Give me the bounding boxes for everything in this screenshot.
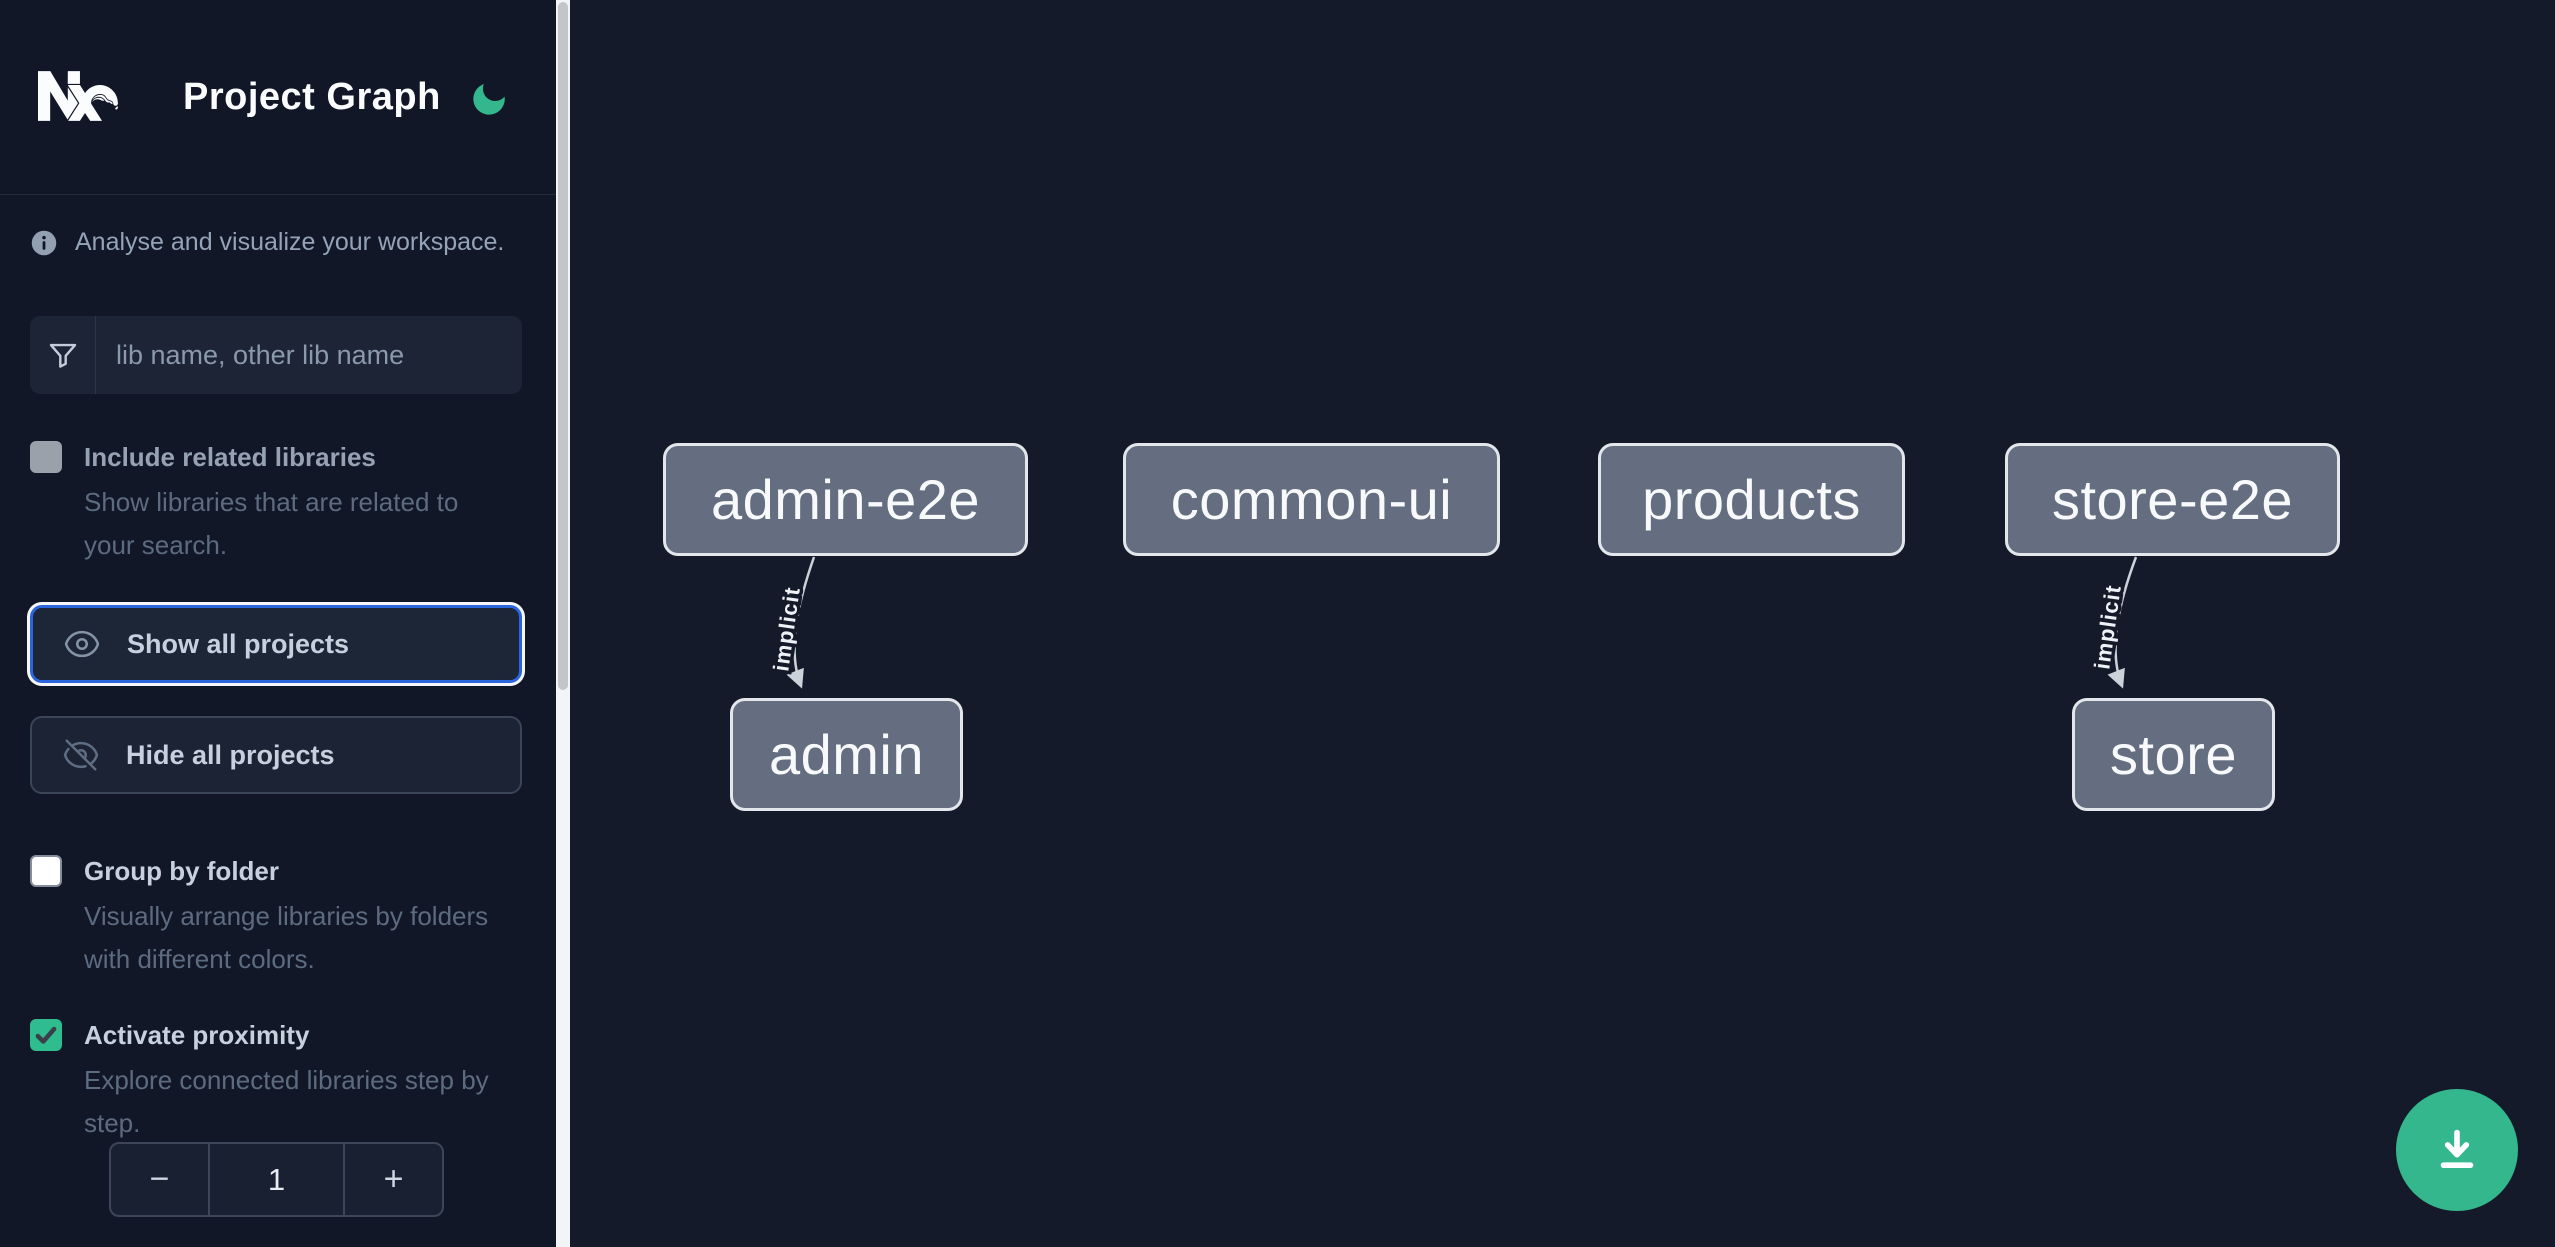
proximity-description: Explore connected libraries step by step… [84,1065,489,1138]
moon-icon[interactable] [464,74,515,125]
eye-icon [64,630,100,658]
include-related-checkbox[interactable] [30,441,62,473]
graph-node-products[interactable]: products [1598,443,1905,556]
group-by-folder-checkbox[interactable] [30,855,62,887]
header-divider [0,194,556,195]
hide-all-projects-label: Hide all projects [126,739,335,770]
graph-node-admin[interactable]: admin [730,698,963,811]
sidebar-scrollbar-thumb[interactable] [558,2,568,690]
check-icon [35,1026,57,1044]
hide-all-projects-button[interactable]: Hide all projects [30,716,522,794]
graph-canvas[interactable] [570,0,2555,1247]
download-button[interactable] [2396,1089,2518,1211]
filter-input[interactable] [96,316,522,394]
sidebar: Project Graph Analyse and visualize your… [0,0,556,1247]
eye-off-icon [63,739,99,771]
show-all-projects-button[interactable]: Show all projects [30,605,522,683]
increment-button[interactable]: + [345,1144,442,1215]
filter-input-group [30,316,522,394]
show-all-projects-label: Show all projects [127,628,350,659]
funnel-icon [49,343,76,368]
proximity-row: Activate proximity Explore connected lib… [30,1017,524,1145]
graph-node-admin-e2e[interactable]: admin-e2e [663,443,1028,556]
proximity-label: Activate proximity [84,1020,310,1050]
nx-logo-icon [38,71,119,121]
group-by-folder-label: Group by folder [84,856,279,886]
download-icon [2440,1129,2474,1168]
proximity-checkbox[interactable] [30,1019,62,1051]
group-by-folder-row: Group by folder Visually arrange librari… [30,853,524,981]
group-by-folder-description: Visually arrange libraries by folders wi… [84,901,489,974]
depth-value[interactable]: 1 [208,1144,345,1215]
filter-iconbox [30,316,96,394]
include-related-row: Include related libraries Show libraries… [30,439,524,567]
graph-node-common-ui[interactable]: common-ui [1123,443,1500,556]
proximity-depth-stepper: − 1 + [109,1142,444,1217]
decrement-button[interactable]: − [111,1144,208,1215]
page-title: Project Graph [183,76,441,118]
graph-node-store[interactable]: store [2072,698,2275,811]
info-icon [31,230,57,255]
intro-text: Analyse and visualize your workspace. [75,228,505,256]
graph-node-store-e2e[interactable]: store-e2e [2005,443,2340,556]
include-related-description: Show libraries that are related to your … [84,487,459,560]
include-related-label: Include related libraries [84,442,376,472]
intro-row: Analyse and visualize your workspace. [30,228,530,257]
